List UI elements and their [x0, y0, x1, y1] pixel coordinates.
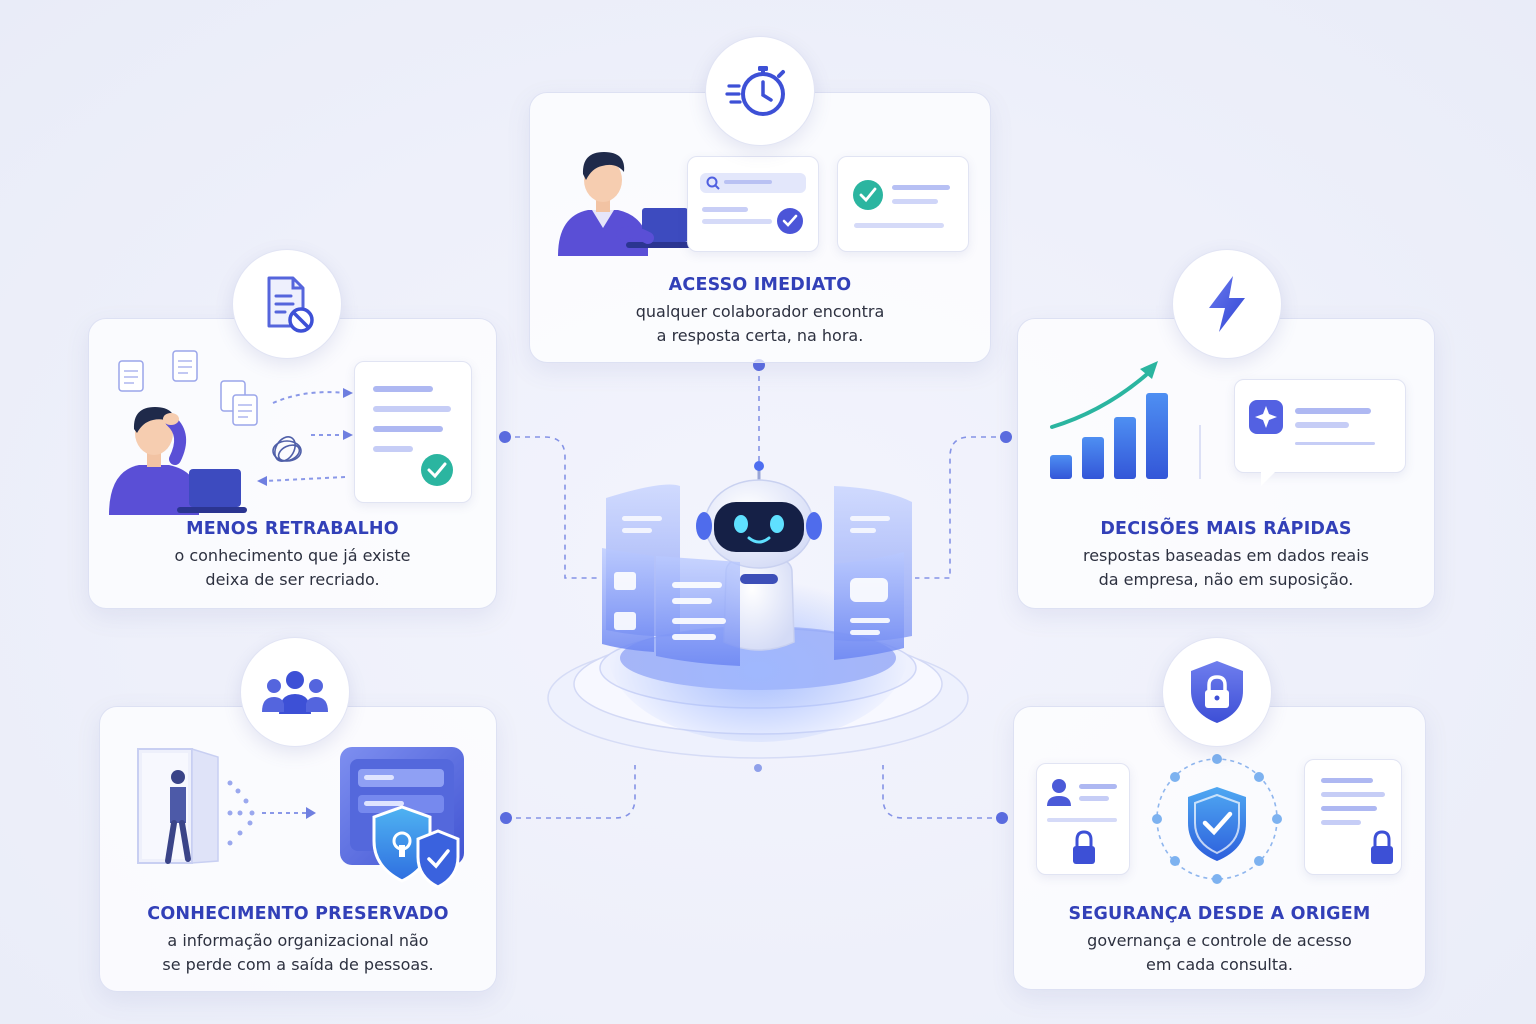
card-title: SEGURANÇA DESDE A ORIGEM: [1068, 904, 1371, 924]
card-description-line-1: respostas baseadas em dados reais: [1082, 546, 1369, 565]
stopwatch-icon: [725, 66, 785, 116]
badge-conhecimento-preservado: [240, 637, 350, 747]
shield-lock-icon: [1191, 661, 1243, 723]
badge-seguranca-desde-a-origem: [1162, 637, 1272, 747]
knowledge-vault-illustration: [137, 747, 464, 889]
connector-dot-seguranca: [996, 812, 1008, 824]
connector-dot-preservado: [500, 812, 512, 824]
card-title: DECISÕES MAIS RÁPIDAS: [1100, 519, 1352, 539]
lightning-bolt-icon: [1209, 276, 1245, 332]
connector-seguranca: [882, 765, 1002, 819]
person-laptop-illustration: [558, 152, 692, 256]
card-description-line-2: a resposta certa, na hora.: [656, 326, 864, 345]
growth-chart-illustration: [1050, 361, 1201, 479]
card-description-line-1: a informação organizacional não: [167, 931, 429, 950]
connector-dot-decisoes: [1000, 431, 1012, 443]
organized-document-panel: [354, 361, 472, 503]
search-result-panel: [687, 156, 819, 252]
badge-menos-retrabalho: [232, 249, 342, 359]
card-description-line-1: o conhecimento que já existe: [174, 546, 411, 565]
secure-shield-network-illustration: [1152, 754, 1282, 884]
card-description-line-2: da empresa, não em suposição.: [1098, 570, 1354, 589]
connector-preservado: [506, 765, 636, 819]
connector-retrabalho: [505, 436, 600, 579]
card-menos-retrabalho: MENOS RETRABALHO o conhecimento que já e…: [88, 318, 497, 609]
card-title: CONHECIMENTO PRESERVADO: [147, 904, 449, 924]
ai-chat-bubble: [1234, 379, 1406, 486]
user-profile-locked-panel: [1036, 763, 1130, 875]
connector-decisoes: [915, 436, 1006, 579]
connector-dot-retrabalho: [499, 431, 511, 443]
card-description-line-1: governança e controle de acesso: [1087, 931, 1352, 950]
card-decisoes-mais-rapidas: DECISÕES MAIS RÁPIDAS respostas baseadas…: [1017, 318, 1435, 609]
card-description-line-2: deixa de ser recriado.: [205, 570, 380, 589]
card-title: ACESSO IMEDIATO: [668, 275, 852, 295]
badge-acesso-imediato: [705, 36, 815, 146]
ai-assistant-hub: [547, 461, 969, 772]
card-title: MENOS RETRABALHO: [186, 519, 399, 539]
card-conhecimento-preservado: CONHECIMENTO PRESERVADO a informação org…: [99, 706, 497, 992]
rework-illustration: [109, 350, 353, 515]
document-blocked-icon: [267, 276, 314, 333]
card-seguranca-desde-a-origem: SEGURANÇA DESDE A ORIGEM governança e co…: [1013, 706, 1426, 990]
document-locked-panel: [1304, 759, 1402, 875]
badge-decisoes-mais-rapidas: [1172, 249, 1282, 359]
team-icon: [262, 671, 328, 714]
card-description-line-2: em cada consulta.: [1146, 955, 1293, 974]
card-description-line-1: qualquer colaborador encontra: [635, 302, 885, 321]
card-description-line-2: se perde com a saída de pessoas.: [162, 955, 434, 974]
answer-panel: [837, 156, 969, 252]
